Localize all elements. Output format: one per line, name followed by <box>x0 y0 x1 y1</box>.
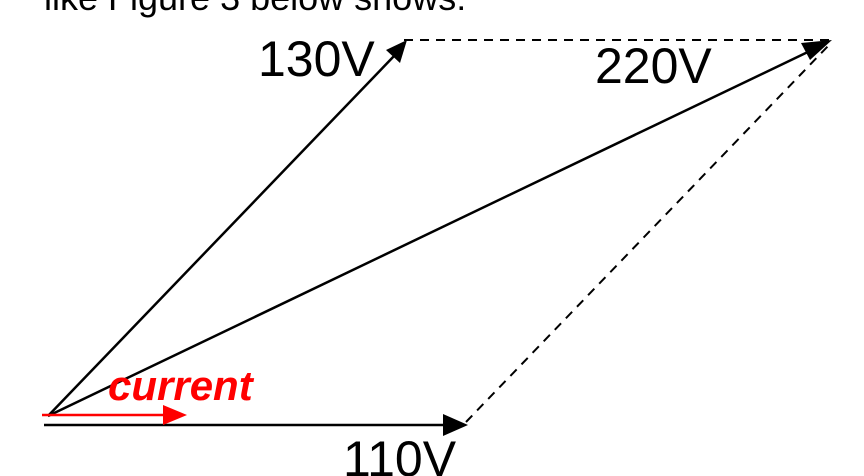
label-110v: 110V <box>343 431 457 476</box>
dashed-right-edge <box>465 43 831 423</box>
vector-220v-arrowhead <box>801 40 832 60</box>
vector-130v-arrowhead <box>386 40 407 63</box>
vector-110v-arrowhead <box>443 414 468 436</box>
current-vector-arrowhead <box>163 405 187 425</box>
vector-220v-line <box>47 48 813 418</box>
label-130v: 130V <box>258 31 375 87</box>
label-current: current <box>108 362 255 409</box>
label-220v: 220V <box>595 38 712 94</box>
vector-130v-line <box>47 54 396 417</box>
caption-text: like Figure 3 below shows: <box>44 0 466 18</box>
